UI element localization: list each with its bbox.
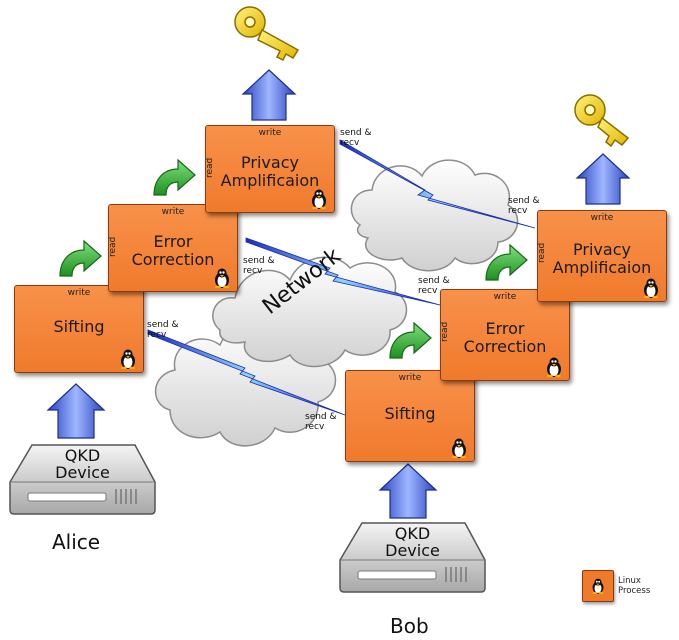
link-label-alice-error-correction: send &recv [243, 256, 275, 276]
link-label-bob-sifting: send &recv [305, 412, 337, 432]
write-label: write [258, 128, 282, 138]
bob-privacy-amplification-process: write read Privacy Amplificaion [537, 210, 667, 302]
link-label-bob-error-correction: send &recv [418, 276, 450, 296]
linux-tux-icon [452, 438, 466, 458]
bolt-privacy [339, 139, 536, 229]
bob-error-correction-process: write read Error Correction [440, 289, 570, 381]
bob-device-up-arrow [378, 463, 438, 519]
bolt-error-correction [245, 237, 441, 306]
legend-label: Linux Process [618, 576, 651, 596]
write-label: write [161, 207, 185, 217]
alice-key-up-arrow [241, 69, 297, 121]
alice-device-up-arrow [46, 383, 106, 439]
process-title-line1: Error [485, 319, 525, 338]
process-title-line2: Amplificaion [552, 258, 652, 277]
process-title-line1: Privacy [573, 240, 631, 259]
link-label-alice-sifting: send &recv [147, 320, 179, 340]
linux-tux-icon [215, 268, 229, 288]
stage-arrows [59, 158, 528, 359]
upload-arrows [46, 69, 631, 519]
alice-error-correction-process: write read Error Correction [108, 204, 238, 292]
bob-device-label: QKD Device [385, 524, 440, 560]
bob-sifting-process: write Sifting [345, 370, 475, 462]
bob-qkd-device [339, 522, 486, 593]
write-label: write [590, 213, 614, 223]
alice-sifting-process: write Sifting [14, 285, 144, 373]
linux-tux-icon [547, 357, 561, 377]
alice-device-label: QKD Device [55, 446, 110, 482]
linux-tux-icon [644, 278, 658, 298]
legend: Linux Process [582, 570, 672, 602]
network-cloud [154, 159, 519, 447]
linux-tux-icon [312, 189, 326, 209]
process-title: Sifting [53, 317, 105, 336]
bob-key-icon [574, 94, 630, 148]
link-bolts [147, 139, 536, 416]
link-label-alice-privacy: send &recv [340, 128, 372, 148]
write-label: write [493, 292, 517, 302]
process-title-line1: Privacy [241, 153, 299, 172]
write-label: write [67, 288, 91, 298]
linux-tux-icon [592, 578, 604, 594]
bob-key-up-arrow [575, 153, 631, 205]
linux-tux-icon [121, 349, 135, 369]
process-title-line2: Correction [131, 250, 215, 269]
alice-qkd-device [9, 444, 156, 515]
process-title-line2: Amplificaion [220, 171, 320, 190]
bolt-sifting [147, 329, 346, 416]
process-title-line1: Error [153, 232, 193, 251]
write-label: write [398, 373, 422, 383]
alice-owner-label: Alice [52, 530, 101, 554]
legend-swatch [582, 570, 614, 602]
alice-privacy-amplification-process: write read Privacy Amplificaion [205, 125, 335, 213]
bob-owner-label: Bob [390, 614, 429, 638]
link-label-bob-privacy: send &recv [508, 196, 540, 216]
process-title-line2: Correction [463, 337, 547, 356]
alice-key-icon [234, 6, 300, 62]
process-title: Sifting [384, 404, 436, 423]
